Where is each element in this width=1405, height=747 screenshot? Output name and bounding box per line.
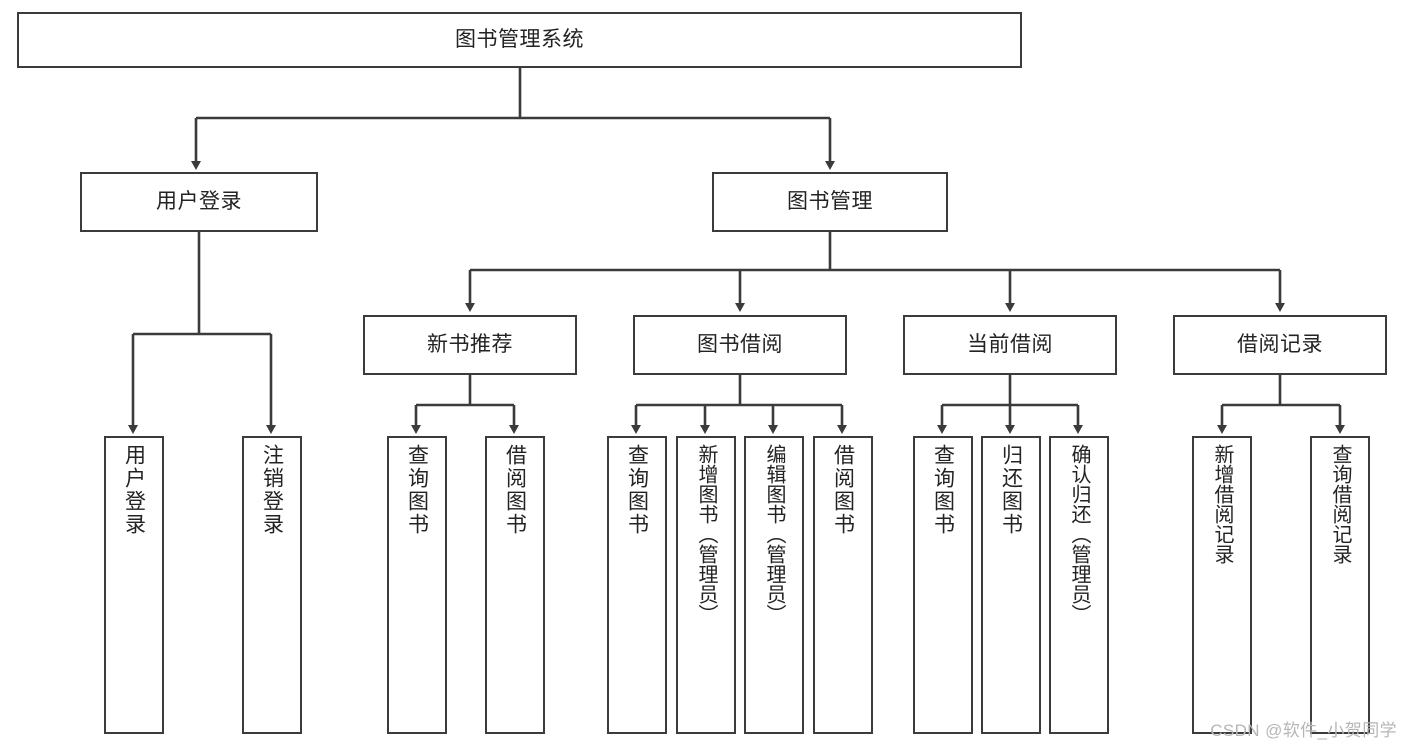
node-label: 编辑图书（管理员） xyxy=(763,444,785,624)
node-leaf-confirm-return[interactable]: 确认归还（管理员） xyxy=(1049,436,1109,734)
node-label: 图书管理系统 xyxy=(455,27,584,51)
node-new-book-recommend[interactable]: 新书推荐 xyxy=(363,315,577,375)
node-leaf-add-book[interactable]: 新增图书（管理员） xyxy=(676,436,736,734)
node-leaf-logout-login[interactable]: 注销登录 xyxy=(242,436,302,734)
node-leaf-borrow-book-1[interactable]: 借阅图书 xyxy=(485,436,545,734)
node-label: 查询图书 xyxy=(405,444,429,536)
node-label: 查询图书 xyxy=(931,444,955,536)
node-label: 注销登录 xyxy=(260,444,284,536)
node-label: 确认归还（管理员） xyxy=(1068,444,1090,624)
node-label: 归还图书 xyxy=(999,444,1023,536)
node-user-login[interactable]: 用户登录 xyxy=(80,172,318,232)
node-label: 图书管理 xyxy=(787,189,873,213)
node-label: 图书借阅 xyxy=(697,332,783,356)
node-label: 新书推荐 xyxy=(427,332,513,356)
node-label: 查询图书 xyxy=(625,444,649,536)
node-leaf-query-record[interactable]: 查询借阅记录 xyxy=(1310,436,1370,734)
node-leaf-return-book[interactable]: 归还图书 xyxy=(981,436,1041,734)
node-label: 新增图书（管理员） xyxy=(695,444,717,624)
node-leaf-user-login[interactable]: 用户登录 xyxy=(104,436,164,734)
node-label: 借阅图书 xyxy=(831,444,855,536)
node-label: 借阅记录 xyxy=(1237,332,1323,356)
node-label: 查询借阅记录 xyxy=(1329,444,1351,564)
node-leaf-borrow-book-2[interactable]: 借阅图书 xyxy=(813,436,873,734)
node-label: 用户登录 xyxy=(122,444,146,536)
node-borrow-record[interactable]: 借阅记录 xyxy=(1173,315,1387,375)
node-leaf-query-book-3[interactable]: 查询图书 xyxy=(913,436,973,734)
node-current-borrow[interactable]: 当前借阅 xyxy=(903,315,1117,375)
node-book-borrow[interactable]: 图书借阅 xyxy=(633,315,847,375)
node-leaf-add-record[interactable]: 新增借阅记录 xyxy=(1192,436,1252,734)
node-label: 借阅图书 xyxy=(503,444,527,536)
node-book-management[interactable]: 图书管理 xyxy=(712,172,948,232)
node-leaf-query-book-2[interactable]: 查询图书 xyxy=(607,436,667,734)
node-label: 新增借阅记录 xyxy=(1211,444,1233,564)
node-leaf-edit-book[interactable]: 编辑图书（管理员） xyxy=(744,436,804,734)
node-root-system[interactable]: 图书管理系统 xyxy=(17,12,1022,68)
node-label: 当前借阅 xyxy=(967,332,1053,356)
node-leaf-query-book-1[interactable]: 查询图书 xyxy=(387,436,447,734)
node-label: 用户登录 xyxy=(156,189,242,213)
